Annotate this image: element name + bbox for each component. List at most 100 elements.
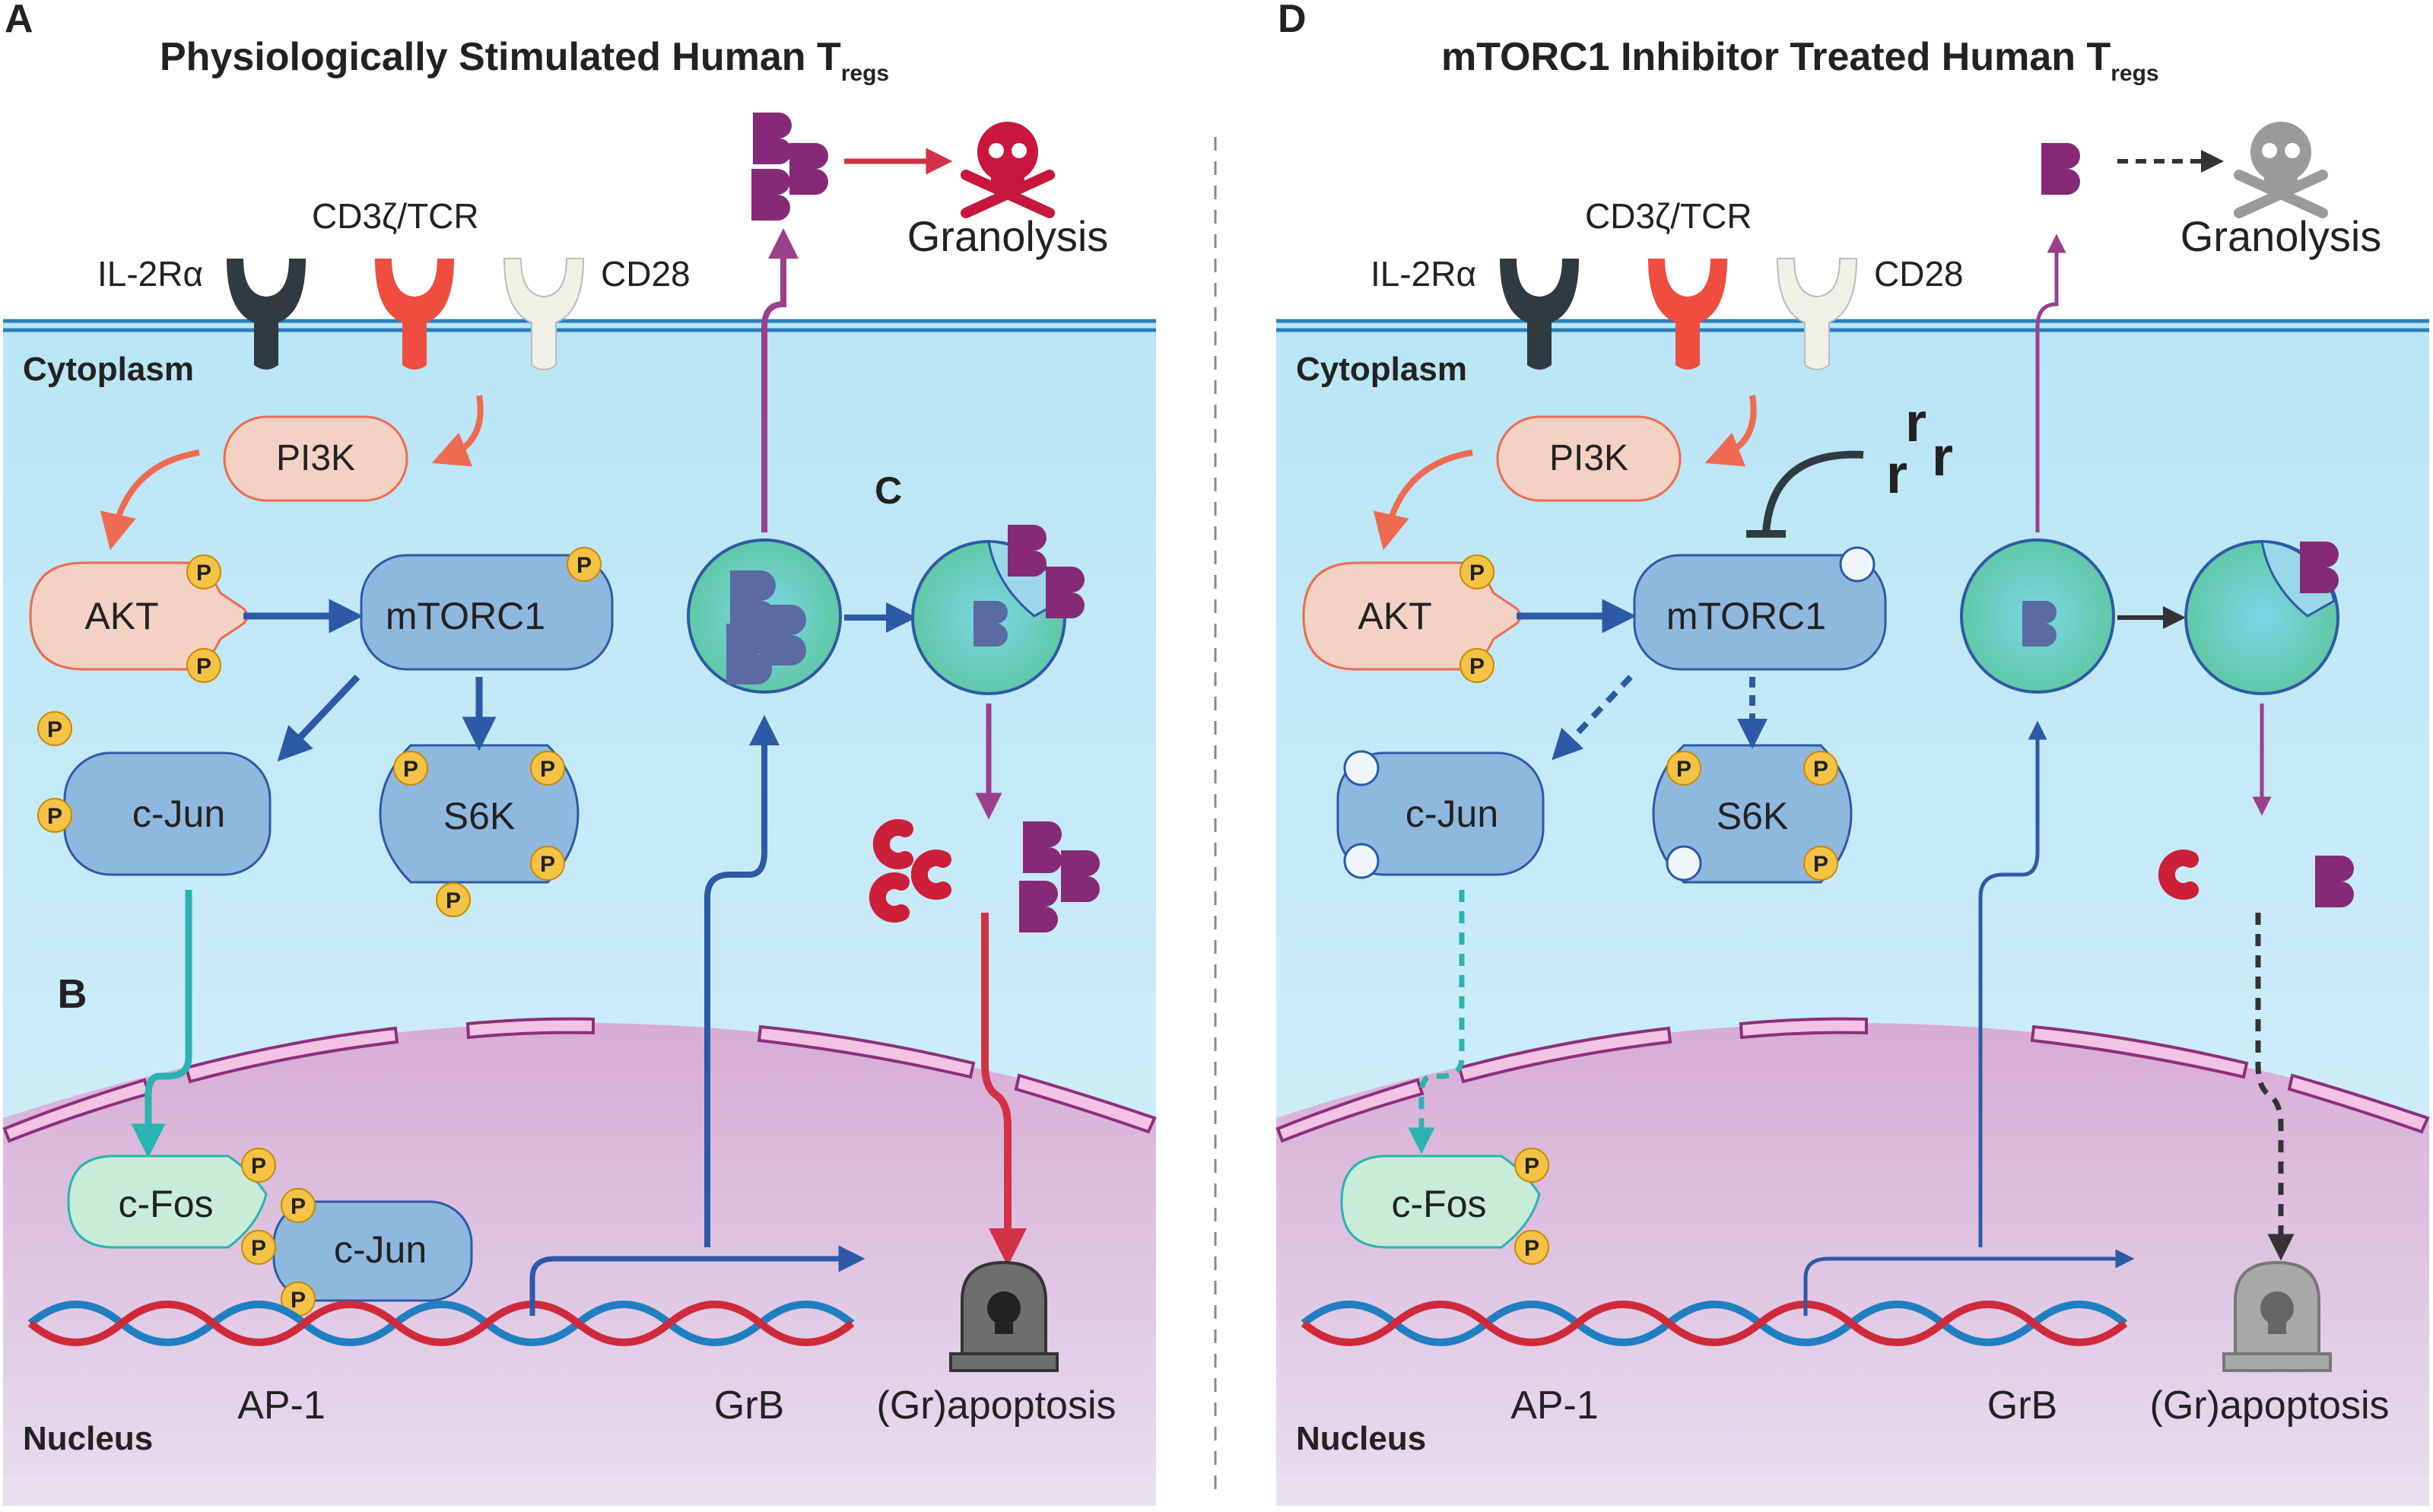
panel-letter: D	[1278, 0, 1307, 41]
arrow-pi3k-akt	[1373, 449, 1473, 551]
arrow-grb-granule	[1978, 720, 2047, 1247]
mtorc1-label: mTORC1	[386, 595, 545, 637]
nuclear-envelope	[1275, 1017, 2430, 1143]
granzyme-cytosol	[2315, 856, 2354, 907]
svg-text:P: P	[196, 654, 211, 679]
svg-text:P: P	[291, 1288, 306, 1313]
svg-text:P: P	[576, 553, 592, 578]
arrow-grb-granule	[704, 715, 780, 1247]
arrow-apoptosis	[2255, 913, 2295, 1261]
svg-text:P: P	[1813, 852, 1828, 877]
cjun-label: c-Jun	[132, 793, 225, 835]
panel-title: Physiologically Stimulated Human Tregs	[160, 35, 889, 86]
svg-text:P: P	[47, 717, 62, 742]
arrow-cjun-nucleus	[131, 890, 192, 1158]
caspase-cluster	[2158, 850, 2199, 900]
grb-label: GrB	[714, 1383, 784, 1428]
s6k-label: S6K	[443, 795, 516, 837]
cjun-node	[1336, 751, 1545, 876]
apoptosis-label: (Gr)apoptosis	[2150, 1383, 2390, 1428]
svg-text:P: P	[1524, 1236, 1539, 1261]
cfos-label: c-Fos	[1392, 1183, 1487, 1225]
s6k-node	[1652, 744, 1853, 884]
pi3k-label: PI3K	[1549, 438, 1628, 478]
granolysis-label: Granolysis	[907, 212, 1109, 260]
receptor-label-il2: IL-2Rα	[97, 254, 203, 294]
svg-text:P: P	[446, 888, 461, 913]
receptor-icon	[1776, 258, 1858, 370]
receptor-icon	[375, 259, 454, 370]
arrow-granule-exocytosis	[761, 228, 799, 532]
grb-label: GrB	[1987, 1383, 2057, 1428]
pi3k-node	[1496, 415, 1682, 502]
svg-text:P: P	[196, 561, 211, 586]
skull-crossbones-icon	[2234, 122, 2328, 218]
granzyme-released	[751, 113, 828, 221]
apoptosis-label: (Gr)apoptosis	[877, 1383, 1116, 1428]
inhibitor-cluster: r r r	[1886, 392, 1953, 505]
panel-d: D mTORC1 Inhibitor Treated Human Tregs C…	[1275, 0, 2430, 1506]
receptor-icon	[1648, 259, 1727, 370]
arrow-mtorc1-cjun	[1552, 675, 1633, 761]
svg-text:P: P	[47, 804, 62, 829]
receptor-icon	[503, 258, 585, 370]
ap1-label: AP-1	[237, 1383, 326, 1428]
tombstone-icon	[2222, 1260, 2332, 1372]
cjun-label: c-Jun	[1405, 793, 1498, 835]
receptor-label-il2: IL-2Rα	[1371, 254, 1476, 294]
arrow-mtorc1-cjun	[277, 674, 361, 762]
akt-label: AKT	[84, 595, 158, 637]
cfos-label: c-Fos	[119, 1183, 214, 1225]
svg-text:r: r	[1932, 427, 1953, 488]
svg-text:P: P	[291, 1194, 306, 1219]
cjun-nuclear-label: c-Jun	[334, 1228, 427, 1271]
nucleus-label: Nucleus	[1296, 1420, 1426, 1457]
caspase-cluster	[869, 819, 951, 923]
nuclear-envelope	[2, 1017, 1157, 1143]
svg-text:P: P	[1469, 654, 1485, 679]
panel-a: A Physiologically Stimulated Human Tregs…	[2, 0, 1157, 1506]
receptor-label-cd28: CD28	[1874, 254, 1964, 294]
arrow-transcription	[1803, 1249, 2135, 1316]
dna-helix-icon	[27, 1301, 855, 1346]
arrow-granule-exocytosis	[2035, 233, 2066, 532]
marker-b: B	[58, 971, 87, 1017]
svg-text:P: P	[540, 757, 555, 782]
s6k-node	[379, 744, 580, 884]
empty-phospho-sites	[1343, 546, 1876, 881]
ap1-label: AP-1	[1510, 1383, 1599, 1428]
tombstone-icon	[949, 1260, 1059, 1372]
nucleus-label: Nucleus	[23, 1420, 153, 1457]
granzyme-cluster	[726, 570, 806, 685]
nucleus-region	[3, 1023, 1156, 1475]
svg-text:P: P	[251, 1236, 266, 1261]
s6k-label: S6K	[1717, 795, 1789, 837]
svg-text:P: P	[1813, 757, 1828, 782]
svg-text:P: P	[403, 757, 418, 782]
svg-text:P: P	[251, 1154, 266, 1179]
panel-title: mTORC1 Inhibitor Treated Human Tregs	[1441, 35, 2159, 86]
cytoplasm-label: Cytoplasm	[23, 351, 194, 388]
dna-helix-icon	[1301, 1301, 2128, 1346]
skull-crossbones-icon	[961, 122, 1055, 218]
svg-text:P: P	[1524, 1154, 1539, 1179]
arrow-cjun-nucleus	[1408, 890, 1465, 1155]
receptor-icon	[227, 259, 306, 370]
pi3k-label: PI3K	[276, 438, 355, 478]
pi3k-node	[223, 415, 408, 502]
mtorc1-label: mTORC1	[1666, 595, 1826, 637]
receptor-label-cd3: CD3ζ/TCR	[312, 196, 479, 236]
svg-text:r: r	[1905, 392, 1926, 453]
svg-text:P: P	[1469, 561, 1485, 586]
nucleus-region	[1276, 1023, 2429, 1475]
arrow-cd28-pi3k	[1704, 395, 1757, 467]
inhibition-line	[1762, 450, 1864, 533]
receptor-label-cd28: CD28	[601, 254, 691, 294]
granzyme-cytosol	[1019, 821, 1100, 932]
akt-label: AKT	[1358, 595, 1431, 637]
arrow-cd28-pi3k	[431, 395, 484, 467]
receptor-icon	[1500, 259, 1579, 370]
receptor-label-cd3: CD3ζ/TCR	[1585, 196, 1752, 236]
marker-c: C	[875, 469, 902, 512]
